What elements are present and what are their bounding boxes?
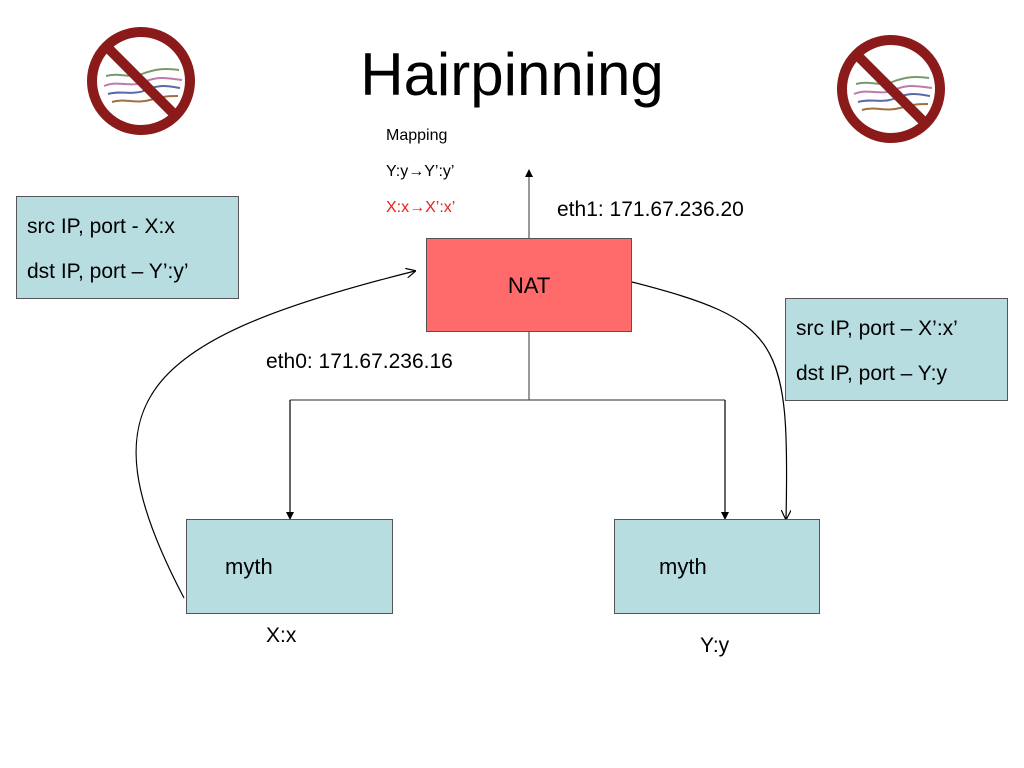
- mapping-heading: Mapping: [386, 127, 448, 144]
- eth0-label: eth0: 171.67.236.16: [266, 350, 453, 373]
- inbound-packet-box: src IP, port - X:x dst IP, port – Y’:y’: [16, 196, 239, 299]
- slide-title: Hairpinning: [360, 41, 664, 108]
- inbound-src: src IP, port - X:x: [27, 215, 175, 238]
- host-box-left: myth: [186, 519, 393, 614]
- no-hairpins-icon: [87, 27, 195, 135]
- nat-label: NAT: [507, 273, 551, 298]
- inbound-dst: dst IP, port – Y’:y’: [27, 260, 189, 283]
- eth1-label: eth1: 171.67.236.20: [557, 198, 744, 221]
- host-label-left: myth: [225, 554, 273, 579]
- hairpin-outbound-arrow: [631, 281, 787, 519]
- hairpin-inbound-arrow: [135, 271, 415, 599]
- outbound-dst: dst IP, port – Y:y: [796, 362, 947, 385]
- no-hairpins-icon: [837, 35, 945, 143]
- outbound-packet-box: src IP, port – X’:x’ dst IP, port – Y:y: [785, 298, 1008, 401]
- host-box-right: myth: [614, 519, 820, 614]
- mapping-entry-x: X:x→X’:x’: [386, 199, 456, 216]
- mapping-entry-y: Y:y→Y’:y’: [386, 163, 455, 180]
- host-address-left: X:x: [266, 624, 297, 647]
- nat-box: NAT: [426, 238, 632, 332]
- host-label-right: myth: [659, 554, 707, 579]
- host-address-right: Y:y: [700, 634, 730, 657]
- outbound-src: src IP, port – X’:x’: [796, 317, 958, 340]
